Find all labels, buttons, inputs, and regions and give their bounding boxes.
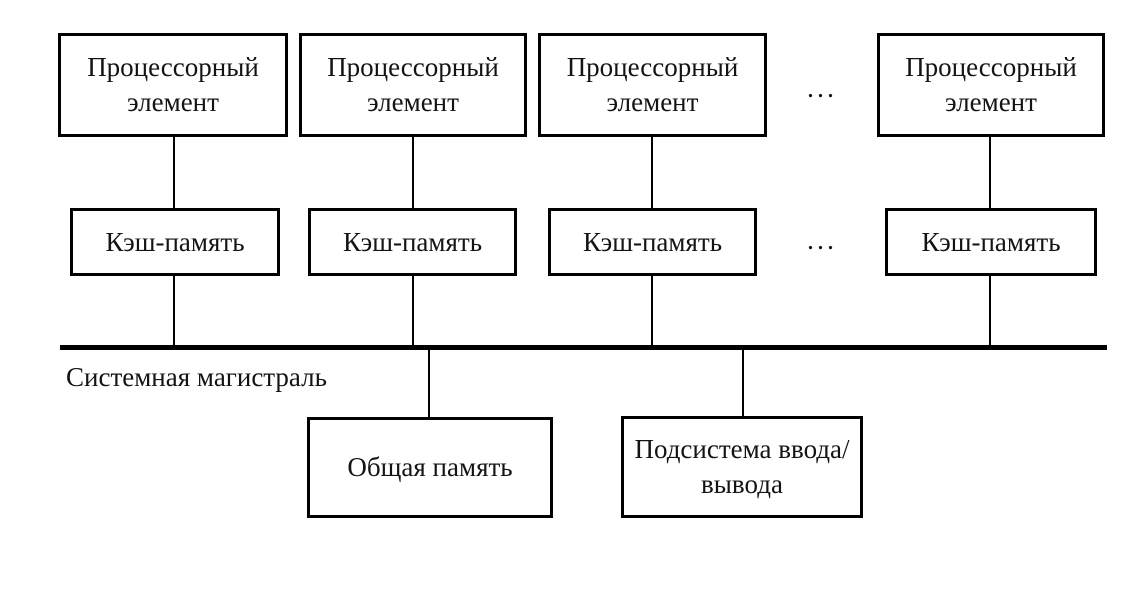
system-bus-line bbox=[60, 345, 1107, 350]
connector-pe4-cache4 bbox=[989, 137, 991, 208]
cache-memory-box-4: Кэш-память bbox=[885, 208, 1097, 276]
connector-cache4-bus bbox=[989, 276, 991, 345]
connector-bus-shared-memory bbox=[428, 350, 430, 417]
ellipsis-processor-row: ... bbox=[807, 73, 837, 104]
connector-cache2-bus bbox=[412, 276, 414, 345]
cache-memory-box-1: Кэш-память bbox=[70, 208, 280, 276]
cache-memory-box-2: Кэш-память bbox=[308, 208, 517, 276]
connector-cache3-bus bbox=[651, 276, 653, 345]
connector-pe2-cache2 bbox=[412, 137, 414, 208]
processor-element-box-3: Процессорный элемент bbox=[538, 33, 767, 137]
system-bus-label: Системная магистраль bbox=[66, 362, 327, 392]
io-subsystem-box: Подсистема ввода/вывода bbox=[621, 416, 863, 518]
shared-memory-box: Общая память bbox=[307, 417, 553, 518]
processor-element-box-2: Процессорный элемент bbox=[299, 33, 527, 137]
connector-cache1-bus bbox=[173, 276, 175, 345]
connector-bus-io-subsystem bbox=[742, 350, 744, 416]
connector-pe3-cache3 bbox=[651, 137, 653, 208]
processor-element-box-4: Процессорный элемент bbox=[877, 33, 1105, 137]
connector-pe1-cache1 bbox=[173, 137, 175, 208]
ellipsis-cache-row: ... bbox=[807, 225, 837, 256]
processor-element-box-1: Процессорный элемент bbox=[58, 33, 288, 137]
cache-memory-box-3: Кэш-память bbox=[548, 208, 757, 276]
